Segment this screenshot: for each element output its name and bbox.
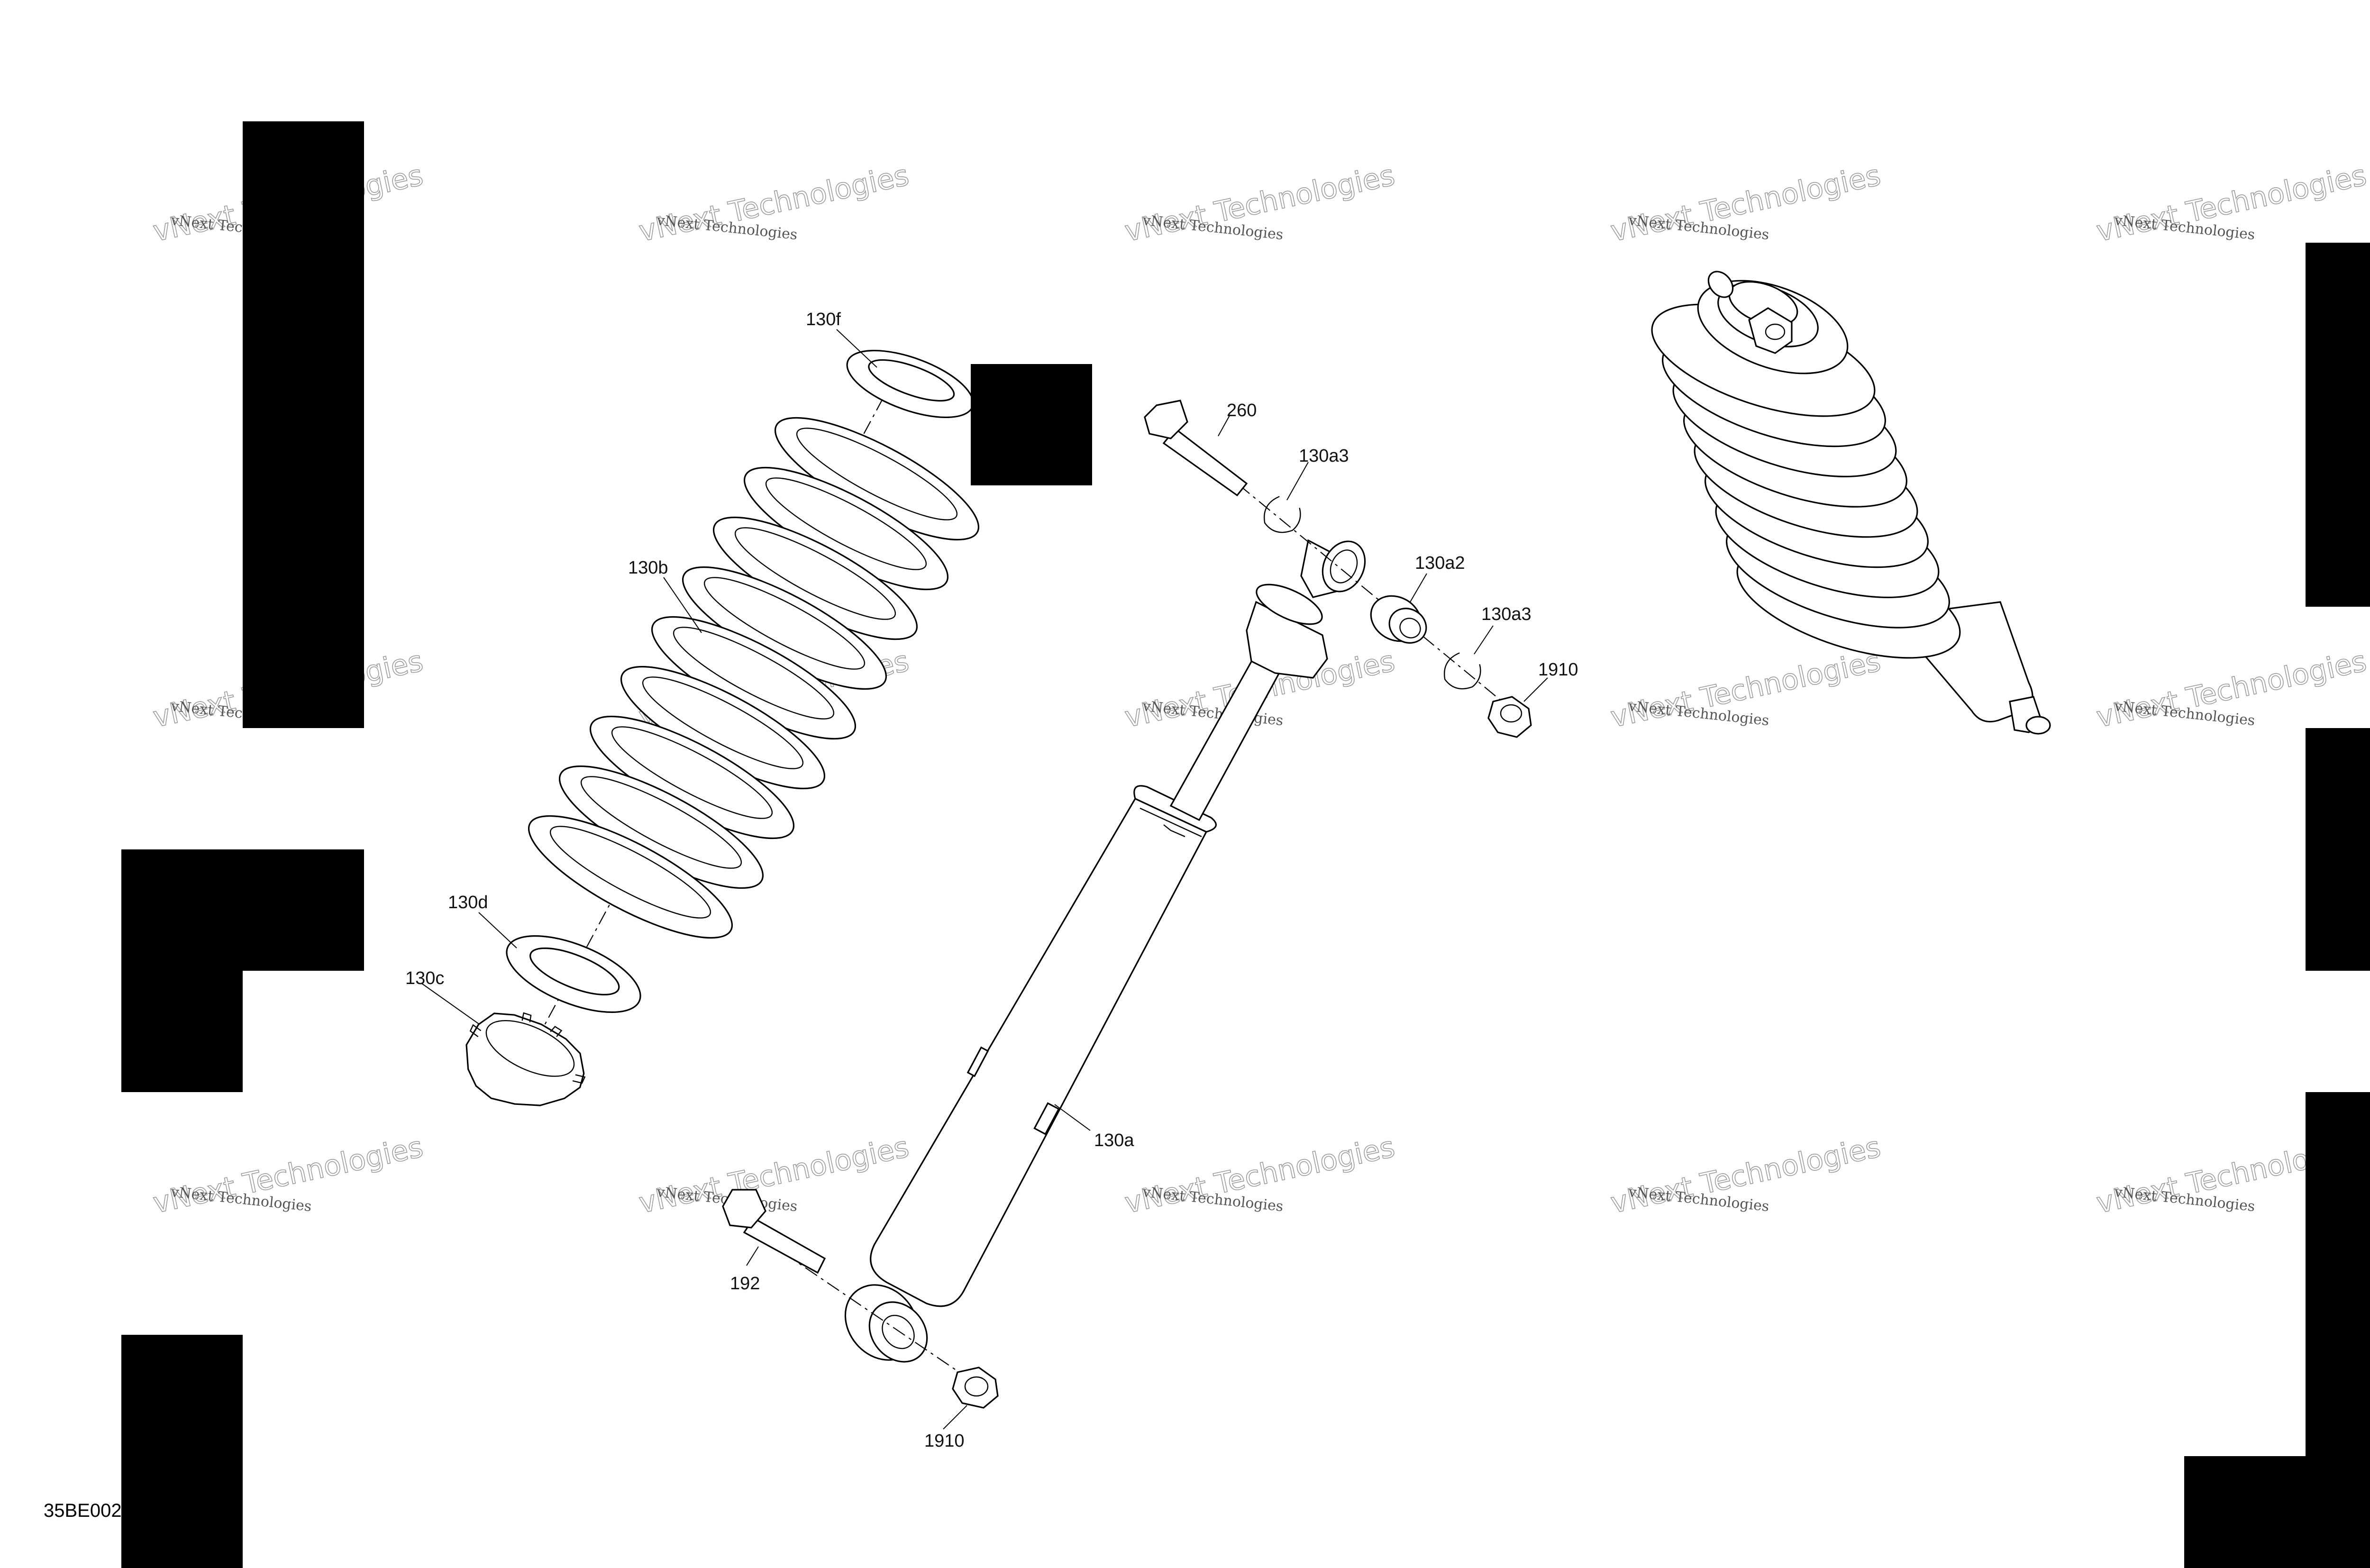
spring-coil-inner [549,826,711,919]
circlip-130a3-top [1264,496,1301,533]
mask-block [121,849,364,1092]
circlip-130a3-bottom [1444,652,1481,690]
spring-coil-inner [703,577,866,670]
mask-block [243,121,364,728]
callout-1910-top: 1910 [1538,660,1578,680]
mask-block [121,1335,243,1568]
callout-192: 192 [730,1274,760,1294]
callout-130c: 130c [405,968,444,988]
spring-coil-inner [580,776,742,869]
spring-assembly [465,349,980,1106]
callouts: 130f 130b 130d 130c 260 130a3 130a2 130a… [405,310,1578,1451]
shock-absorber-130a [844,539,1366,1363]
spring-coil-inner [642,676,804,769]
mask-block [2184,1092,2370,1568]
callout-130f: 130f [806,310,841,329]
upper-spring-seat-130f [846,349,974,419]
lower-mount-axis [739,1222,991,1394]
masking-blocks [121,121,2370,1568]
mask-block [2306,728,2370,971]
callout-130a: 130a [1094,1130,1134,1150]
spring-coil-inner [796,428,958,520]
callout-130b: 130b [628,558,668,578]
bolt-260 [1144,400,1248,497]
assembled-shock-view [1651,271,2051,735]
spring-coil-inner [765,477,927,570]
spring-coil-inner [611,726,773,819]
coil-spring-130b [528,417,980,939]
nut-1910-bottom [952,1367,999,1409]
callout-260: 260 [1227,401,1257,420]
lower-eye-bushing [844,1284,928,1363]
callout-1910-bottom: 1910 [924,1431,965,1451]
adjuster-ring-130c [465,1012,586,1106]
callout-130a2: 130a2 [1415,553,1465,573]
spring-coil [528,815,733,939]
bolt-192 [722,1189,826,1274]
nut-1910-top [1487,696,1532,738]
mask-block [971,364,1092,485]
spring-coil-inner [734,527,896,620]
mask-block [2306,243,2370,607]
callout-130a3-bottom: 130a3 [1481,604,1531,624]
bushing-130a2 [1370,595,1427,644]
leader-lines [421,329,1548,1430]
spring-coil-inner [673,627,835,720]
callout-130a3-top: 130a3 [1299,446,1349,466]
drawing-code: 35BE002 [44,1500,122,1521]
callout-130d: 130d [448,893,488,912]
lower-spring-seat-130d [506,935,641,1013]
